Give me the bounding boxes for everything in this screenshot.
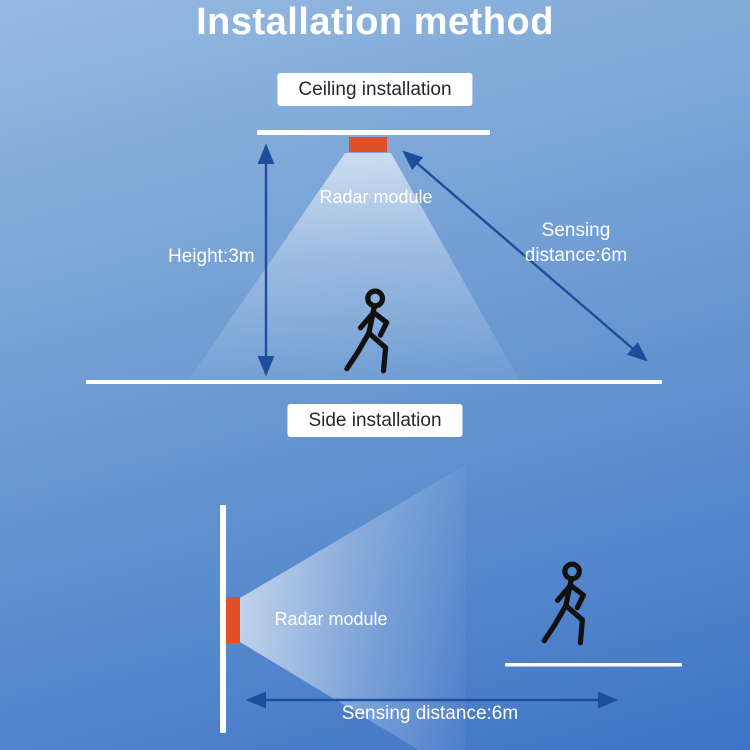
sensing-label-line1: Sensing bbox=[541, 220, 611, 241]
height-label: Height:3m bbox=[168, 246, 255, 267]
person-back-arm bbox=[357, 310, 376, 331]
side-beam-cone bbox=[240, 465, 465, 750]
ceiling-installation-label: Ceiling installation bbox=[277, 73, 473, 106]
ceiling-radar-module bbox=[349, 137, 387, 152]
walking-person-icon bbox=[541, 561, 587, 646]
side-radar-module bbox=[226, 597, 240, 643]
side-sensing-distance-label: Sensing distance:6m bbox=[341, 703, 519, 724]
ceiling-radar-module-label: Radar module bbox=[319, 187, 433, 207]
person-back-leg bbox=[344, 330, 372, 372]
person-front-leg bbox=[563, 602, 586, 646]
person-back-arm bbox=[555, 583, 573, 603]
person-ground-line bbox=[505, 663, 682, 667]
person-front-leg bbox=[366, 330, 389, 374]
floor-line bbox=[86, 380, 662, 384]
ceiling-line bbox=[257, 130, 490, 135]
sensing-distance-arrow bbox=[402, 150, 648, 362]
page-title: Installation method bbox=[196, 1, 554, 43]
person-head bbox=[365, 288, 386, 309]
person-front-arm bbox=[567, 582, 587, 611]
person-head bbox=[562, 561, 582, 582]
sensing-label-line2: distance:6m bbox=[524, 245, 628, 266]
side-radar-module-label: Radar module bbox=[274, 609, 388, 629]
ceiling-sensing-distance-label: Sensing distance:6m bbox=[500, 218, 652, 268]
side-installation-label: Side installation bbox=[287, 404, 463, 437]
walking-person-icon bbox=[344, 288, 390, 374]
person-back-leg bbox=[541, 602, 569, 644]
person-front-arm bbox=[370, 309, 390, 338]
wall-line bbox=[220, 505, 226, 733]
